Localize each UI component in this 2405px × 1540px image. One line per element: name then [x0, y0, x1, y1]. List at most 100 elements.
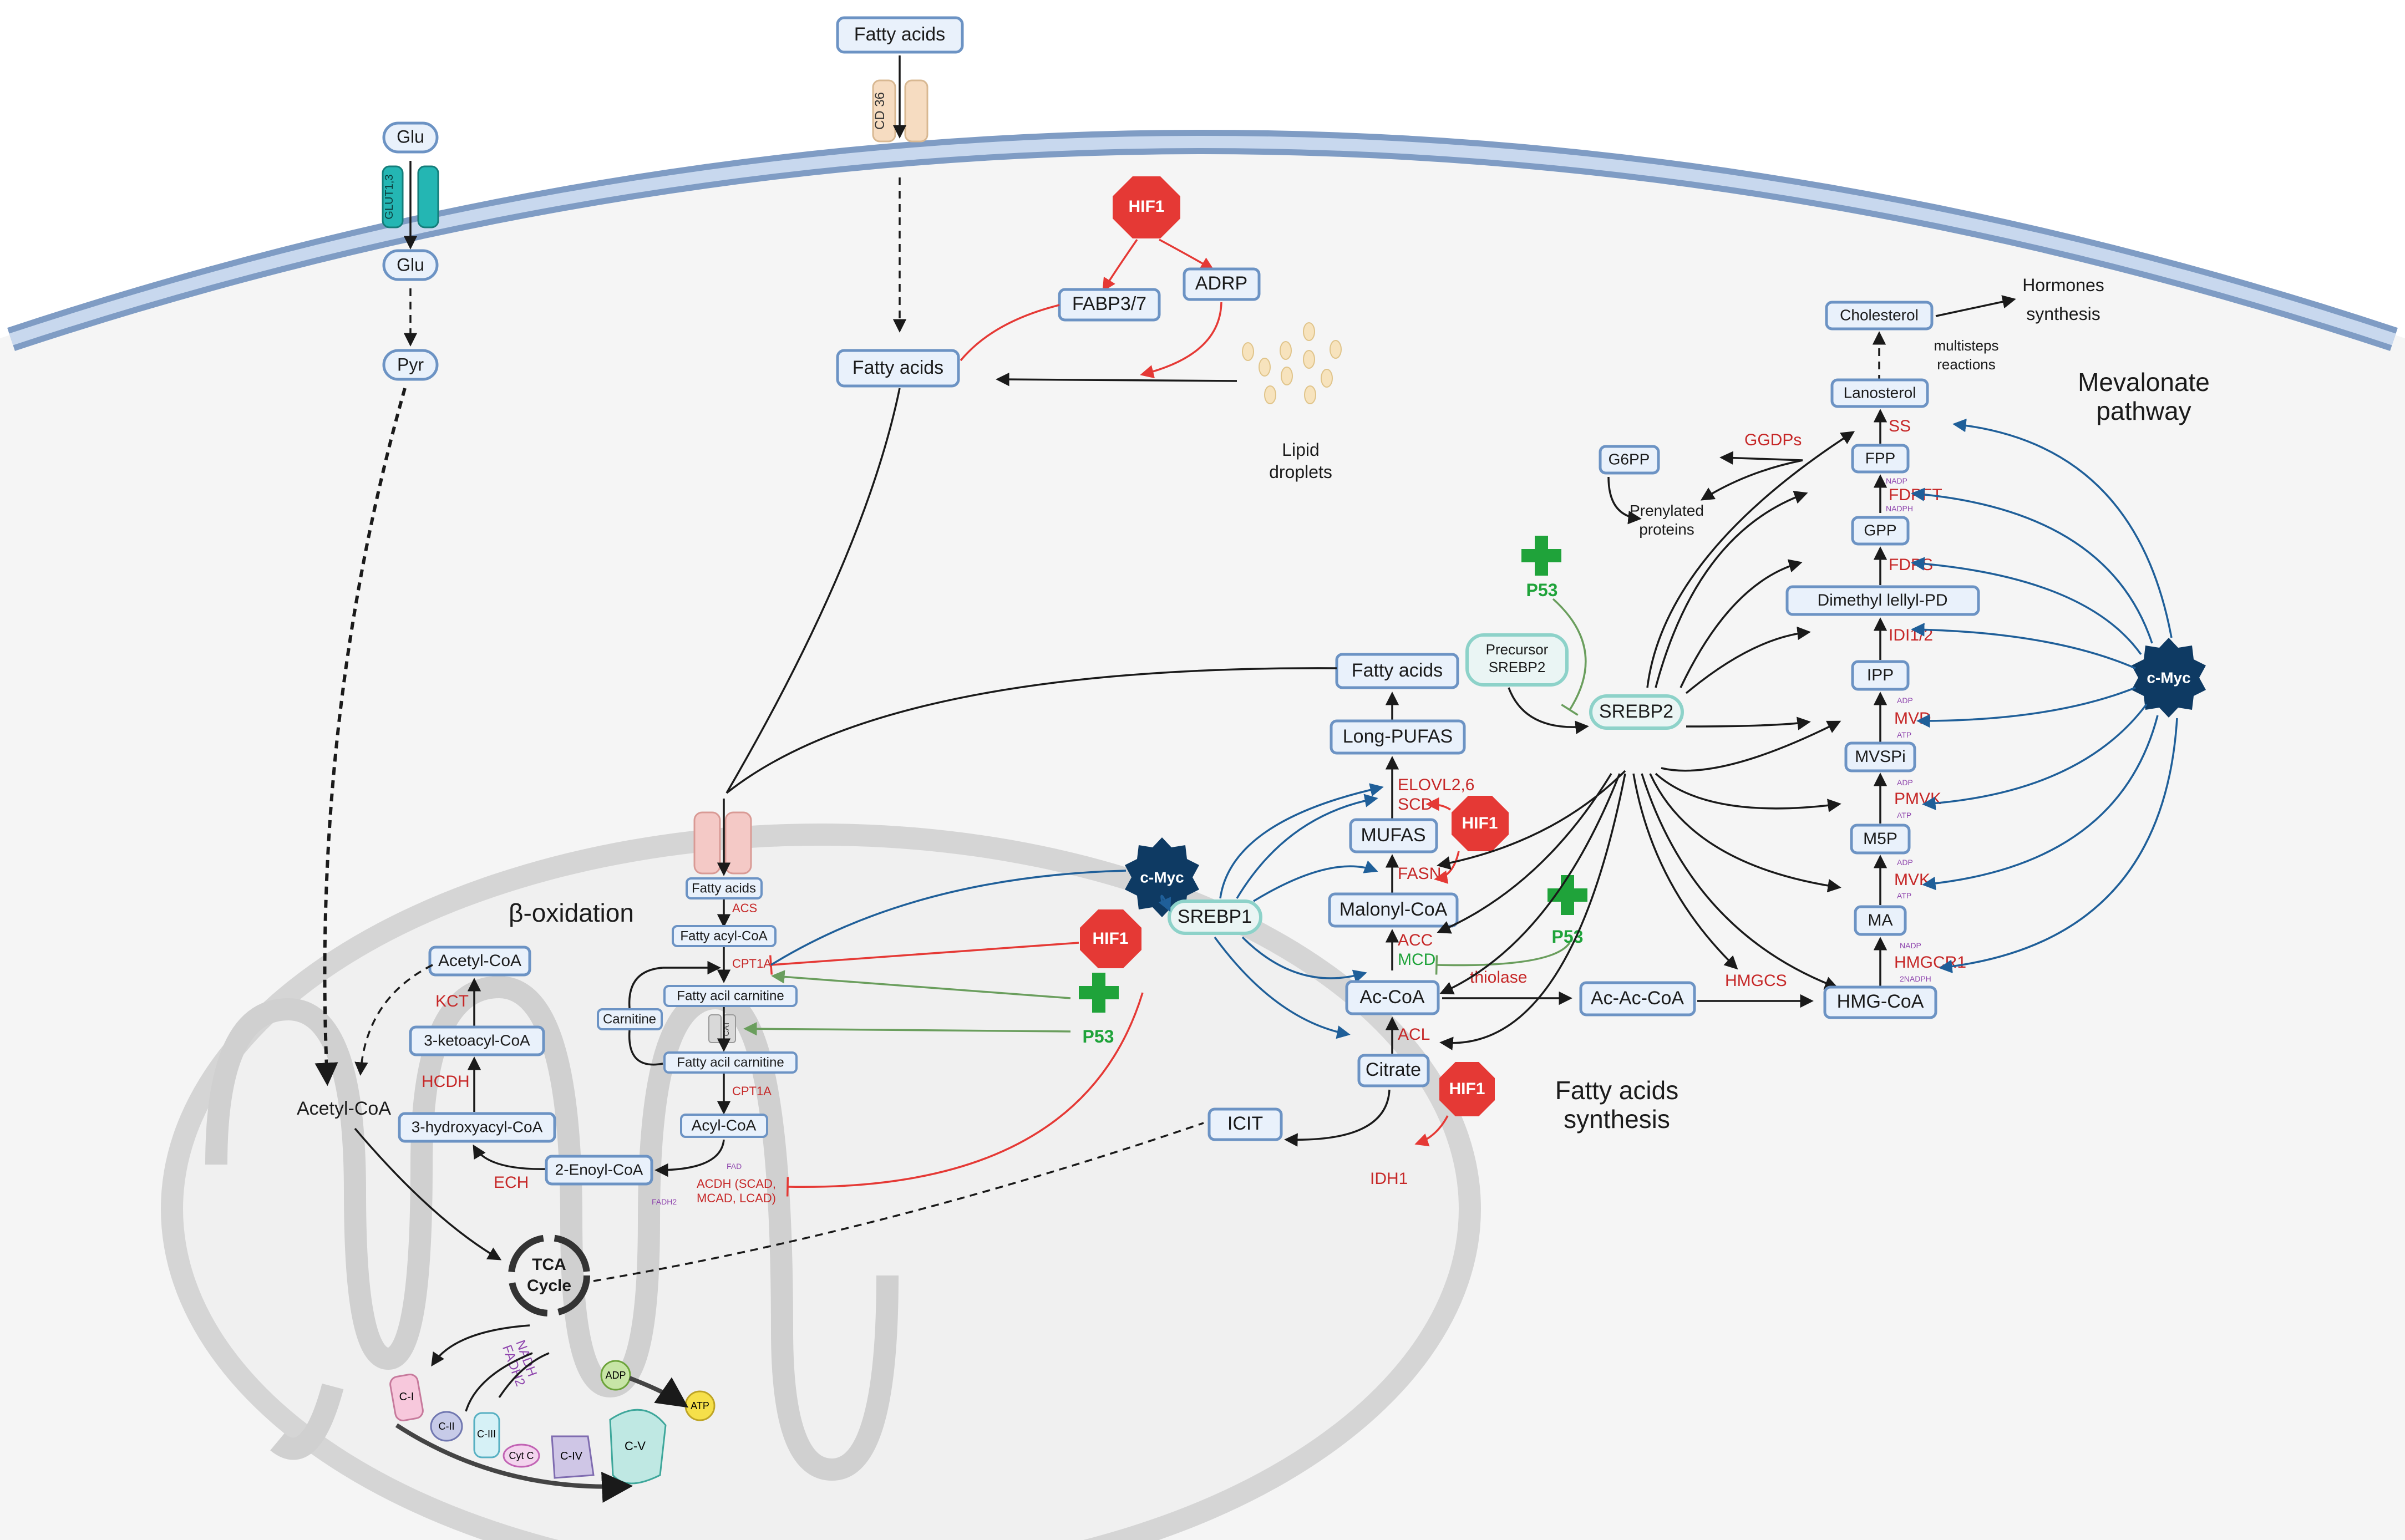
acdh-label: ACDH (SCAD,MCAD, LCAD): [697, 1177, 776, 1205]
complex-iii-icon: C-III: [473, 1412, 500, 1458]
cpt1a-2-label: CPT1A: [732, 1084, 772, 1098]
svg-text:HIF1: HIF1: [1128, 197, 1164, 216]
svg-text:3-hydroxyacyl-CoA: 3-hydroxyacyl-CoA: [412, 1118, 543, 1135]
p53-top: P53: [1521, 536, 1561, 600]
glut-label: GLUT1,3: [383, 174, 395, 219]
svg-text:P53: P53: [1083, 1026, 1114, 1046]
cii-label: C-II: [439, 1421, 455, 1432]
glu-outside: Glu: [382, 121, 439, 154]
ci-label: C-I: [399, 1391, 414, 1403]
adp-icon: ADP: [600, 1360, 631, 1391]
svg-text:Fatty acids: Fatty acids: [853, 357, 943, 378]
acetyl-coa-mito: Acetyl-CoA: [428, 946, 531, 977]
mvd-label: MVD: [1894, 709, 1931, 728]
fatty-acids-outside: Fatty acids: [836, 16, 964, 54]
svg-text:HIF1: HIF1: [1462, 814, 1498, 832]
svg-text:MUFAS: MUFAS: [1361, 825, 1425, 846]
svg-text:Acetyl-CoA: Acetyl-CoA: [438, 952, 521, 970]
hmgcs-label: HMGCS: [1725, 972, 1787, 990]
glu-inside: Glu: [382, 249, 439, 281]
cmyc-right: c-Myc: [2132, 638, 2206, 718]
pmvk-label: PMVK: [1894, 790, 1941, 808]
idh1-label: IDH1: [1370, 1170, 1408, 1188]
ciii-label: C-III: [477, 1429, 496, 1440]
pyr: Pyr: [382, 349, 439, 381]
scd-label: SCD: [1398, 795, 1433, 814]
fasn-label: FASN: [1398, 865, 1441, 883]
fatty-acil-carnitine-2: Fatty acil carnitine: [663, 1051, 798, 1074]
acetyl-coa-label: Acetyl-CoA: [297, 1098, 391, 1119]
svg-text:c-Myc: c-Myc: [1140, 868, 1184, 886]
fatty-acids-cytosol: Fatty acids: [836, 349, 960, 388]
fpp: FPP: [1851, 444, 1910, 474]
svg-text:SREBP1: SREBP1: [1178, 906, 1252, 927]
svg-text:M5P: M5P: [1863, 830, 1897, 848]
svg-text:Glu: Glu: [397, 255, 424, 275]
svg-text:2-Enoyl-CoA: 2-Enoyl-CoA: [555, 1161, 643, 1178]
complex-ii-icon: C-II: [430, 1411, 463, 1442]
cpt1a-label: CPT1A: [732, 957, 772, 970]
complex-v-icon: C-V: [609, 1409, 667, 1485]
ketoacyl-coa: 3-ketoacyl-CoA: [409, 1025, 545, 1056]
svg-text:Fatty acids: Fatty acids: [1352, 660, 1443, 681]
long-pufas: Long-PUFAS: [1330, 719, 1466, 755]
dmapp: Dimethyl lellyl-PD: [1785, 585, 1980, 616]
nadph1-label: NADPH: [1886, 504, 1913, 513]
srebp1: SREBP1: [1168, 899, 1262, 935]
civ-label: C-IV: [560, 1450, 583, 1462]
ma: MA: [1854, 905, 1907, 936]
svg-text:Carnitine: Carnitine: [603, 1012, 656, 1026]
svg-text:ADRP: ADRP: [1195, 273, 1247, 294]
svg-text:Pyr: Pyr: [397, 354, 424, 374]
srebp2: SREBP2: [1589, 694, 1684, 730]
cyt-c-icon: Cyt C: [503, 1444, 540, 1468]
carnitine: Carnitine: [597, 1008, 663, 1030]
svg-text:Ac-CoA: Ac-CoA: [1359, 987, 1424, 1008]
mvspi: MVSPi: [1844, 741, 1916, 772]
lipid-droplets-icon: [1242, 322, 1342, 404]
beta-oxidation-title: β-oxidation: [509, 898, 634, 927]
hcdh-label: HCDH: [422, 1073, 470, 1091]
svg-text:Long-PUFAS: Long-PUFAS: [1343, 726, 1453, 747]
hif1-scd: HIF1: [1452, 796, 1509, 851]
svg-text:Fatty acil carnitine: Fatty acil carnitine: [677, 988, 784, 1003]
adp1-label: ADP: [1897, 696, 1913, 705]
svg-text:3-ketoacyl-CoA: 3-ketoacyl-CoA: [424, 1031, 530, 1049]
svg-text:Fatty acids: Fatty acids: [854, 24, 945, 45]
acc-label: ACC: [1398, 931, 1433, 949]
srebp2-arrows: [1437, 431, 1855, 1050]
atp3-label: ATP: [1897, 891, 1911, 900]
svg-text:IPP: IPP: [1867, 666, 1894, 684]
nadp1-label: NADP: [1886, 476, 1907, 485]
svg-text:G6PP: G6PP: [1609, 450, 1650, 467]
svg-text:Ac-Ac-CoA: Ac-Ac-CoA: [1591, 988, 1684, 1009]
svg-text:Dimethyl lellyl-PD: Dimethyl lellyl-PD: [1817, 591, 1947, 609]
ech-label: ECH: [494, 1173, 529, 1192]
malonyl-coa: Malonyl-CoA: [1328, 892, 1459, 928]
hif1-idh1: HIF1: [1439, 1062, 1495, 1116]
atp2-label: ATP: [1897, 811, 1911, 820]
svg-text:Malonyl-CoA: Malonyl-CoA: [1340, 899, 1448, 920]
svg-text:MA: MA: [1868, 911, 1893, 929]
ipp: IPP: [1851, 660, 1910, 691]
thiolase-label: thiolase: [1470, 968, 1527, 987]
svg-text:FPP: FPP: [1865, 449, 1895, 466]
fatty-acids-synth: Fatty acids: [1335, 653, 1459, 689]
svg-text:Fatty acids: Fatty acids: [692, 881, 756, 896]
svg-text:Citrate: Citrate: [1366, 1059, 1421, 1080]
atp-icon: ATP: [684, 1390, 716, 1421]
kct-label: KCT: [435, 992, 469, 1010]
cytc-label: Cyt C: [509, 1450, 534, 1461]
fatty-acil-carnitine-1: Fatty acil carnitine: [663, 985, 798, 1007]
hmgcr1-label: HMGCR1: [1894, 953, 1966, 972]
mufas: MUFAS: [1349, 818, 1438, 853]
svg-text:GPP: GPP: [1864, 521, 1896, 538]
adp3-label: ADP: [1897, 858, 1913, 867]
acyl-coa: Acyl-CoA: [680, 1114, 768, 1138]
hif1-mito: HIF1: [1080, 909, 1141, 968]
